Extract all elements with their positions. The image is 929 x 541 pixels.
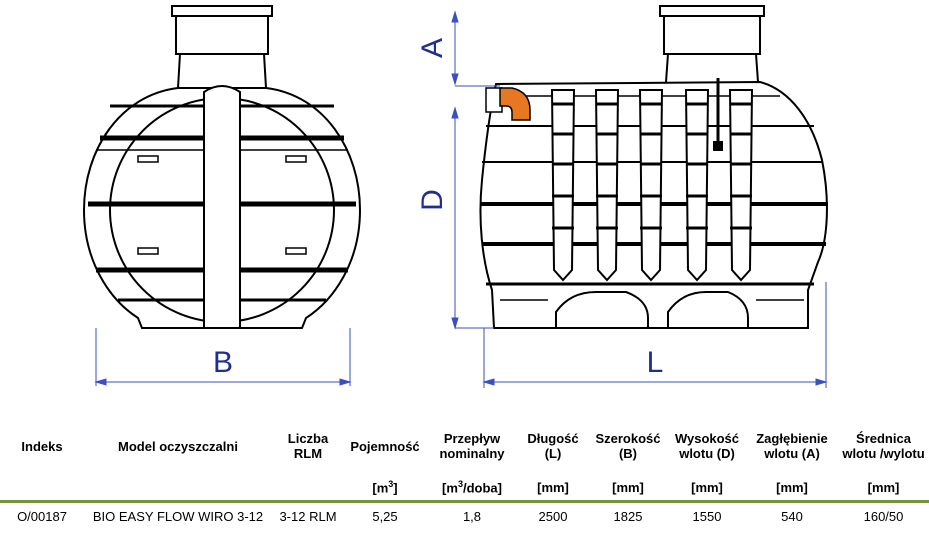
header-przeplyw: Przepływ nominalny bbox=[439, 431, 505, 461]
header-liczba-rlm: Liczba RLM bbox=[287, 431, 329, 461]
cell-model: BIO EASY FLOW WIRO 3-12 bbox=[92, 508, 264, 524]
cell-zaglebienie: 540 bbox=[781, 508, 803, 524]
dimension-b bbox=[94, 328, 352, 386]
header-indeks: Indeks bbox=[21, 438, 63, 454]
cell-liczba-rlm: 3-12 RLM bbox=[279, 508, 337, 524]
table-row: O/00187 BIO EASY FLOW WIRO 3-12 3-12 RLM… bbox=[0, 502, 929, 530]
unit-wysokosc: [mm] bbox=[668, 474, 746, 503]
unit-szerokosc: [mm] bbox=[588, 474, 668, 503]
tank-end-view bbox=[82, 5, 362, 329]
unit-indeks bbox=[0, 474, 84, 503]
unit-liczba-rlm bbox=[272, 474, 344, 503]
tank-side-view bbox=[479, 5, 828, 329]
cell-szerokosc: 1825 bbox=[613, 508, 643, 524]
dimension-label-a: A bbox=[416, 38, 449, 58]
dimension-l bbox=[482, 282, 828, 388]
dimension-d bbox=[451, 106, 494, 330]
cell-srednica: 160/50 bbox=[863, 508, 904, 524]
cell-przeplyw: 1,8 bbox=[462, 508, 482, 524]
unit-pojemnosc: [m3] bbox=[344, 474, 426, 503]
specification-table: Indeks Model oczyszczalni Liczba RLM Poj… bbox=[0, 418, 929, 529]
header-zaglebienie-wlotu: Zagłębienie wlotu (A) bbox=[756, 431, 828, 461]
dimension-label-l: L bbox=[647, 346, 664, 379]
cell-dlugosc: 2500 bbox=[538, 508, 568, 524]
cell-indeks: O/00187 bbox=[17, 508, 67, 524]
header-dlugosc: Długość (L) bbox=[527, 431, 579, 461]
inlet-pipe bbox=[485, 87, 531, 121]
dimension-a bbox=[451, 10, 500, 87]
unit-przeplyw: [m3/doba] bbox=[426, 474, 518, 503]
cell-pojemnosc: 5,25 bbox=[372, 508, 398, 524]
unit-zaglebienie: [mm] bbox=[746, 474, 838, 503]
header-model: Model oczyszczalni bbox=[118, 438, 238, 454]
header-srednica: Średnica wlotu /wylotu bbox=[842, 431, 925, 461]
table-header-row: Indeks Model oczyszczalni Liczba RLM Poj… bbox=[0, 418, 929, 474]
header-wysokosc-wlotu: Wysokość wlotu (D) bbox=[674, 431, 740, 461]
dimension-label-d: D bbox=[416, 189, 449, 211]
unit-dlugosc: [mm] bbox=[518, 474, 588, 503]
header-szerokosc: Szerokość (B) bbox=[595, 431, 661, 461]
header-pojemnosc: Pojemność bbox=[350, 438, 420, 454]
unit-model bbox=[84, 474, 272, 503]
tank-technical-drawing: B bbox=[82, 5, 828, 388]
cell-wysokosc: 1550 bbox=[692, 508, 722, 524]
unit-srednica: [mm] bbox=[838, 474, 929, 503]
dimension-label-b: B bbox=[213, 346, 233, 379]
table-units-row: [m3] [m3/doba] [mm] [mm] [mm] [mm] [mm] bbox=[0, 474, 929, 503]
